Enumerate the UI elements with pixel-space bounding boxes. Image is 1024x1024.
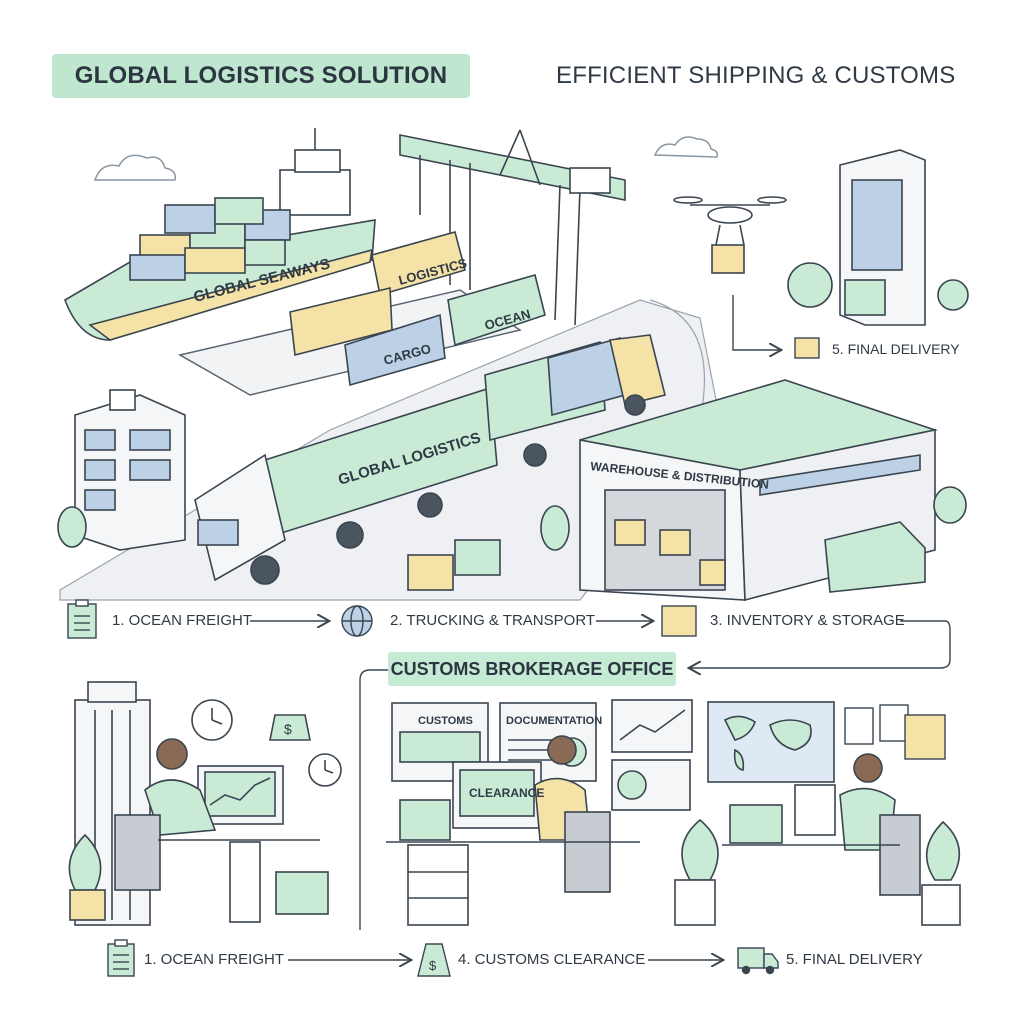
semi-truck [194,334,666,585]
port-containers [289,231,546,387]
box-icon [794,337,820,359]
step-ocean-freight-bottom: 1. OCEAN FREIGHT [144,951,285,968]
clock-icon [308,753,342,787]
analyst-workstation [68,738,329,923]
drone-icon [673,196,787,274]
money-bag-icon: $ [417,943,451,977]
step-inventory-storage: 3. INVENTORY & STORAGE [710,612,905,629]
office-building [787,149,969,326]
cargo-boxes [407,505,570,591]
clipboard-icon [67,599,97,639]
step-final-delivery: 5. FINAL DELIVERY [786,951,923,968]
container-ship [64,128,376,341]
step-trucking-transport: 2. TRUCKING & TRANSPORT [390,612,596,629]
world-map-icon [707,701,835,783]
document-icon [844,704,946,760]
svg-text:$: $ [429,958,437,973]
clipboard-icon [107,939,135,977]
documents-workstation [674,753,961,926]
office-title: CUSTOMS BROKERAGE OFFICE [388,652,676,686]
chart-board [611,699,693,811]
step-ocean-freight: 1. OCEAN FREIGHT [112,612,253,629]
step-customs-clearance: 4. CUSTOMS CLEARANCE [458,951,646,968]
city-building [57,389,186,551]
money-bag-icon: $ [269,714,311,741]
clock-icon [191,699,233,741]
svg-text:$: $ [284,721,292,737]
customs-board [391,702,489,782]
final-delivery-label: 5. FINAL DELIVERY [832,341,960,357]
monitor-clearance-label: CLEARANCE [469,786,544,800]
box-icon [661,605,697,637]
globe-icon [341,605,373,637]
page-subtitle: EFFICIENT SHIPPING & CUSTOMS [556,62,956,89]
clearance-workstation [386,735,640,926]
board-customs-label: CUSTOMS [418,715,473,727]
cloud-icon [93,136,719,181]
board-documentation-label: DOCUMENTATION [506,715,602,727]
truck-icon [737,947,779,975]
warehouse [579,379,967,602]
page-title: GLOBAL LOGISTICS SOLUTION [52,54,470,98]
